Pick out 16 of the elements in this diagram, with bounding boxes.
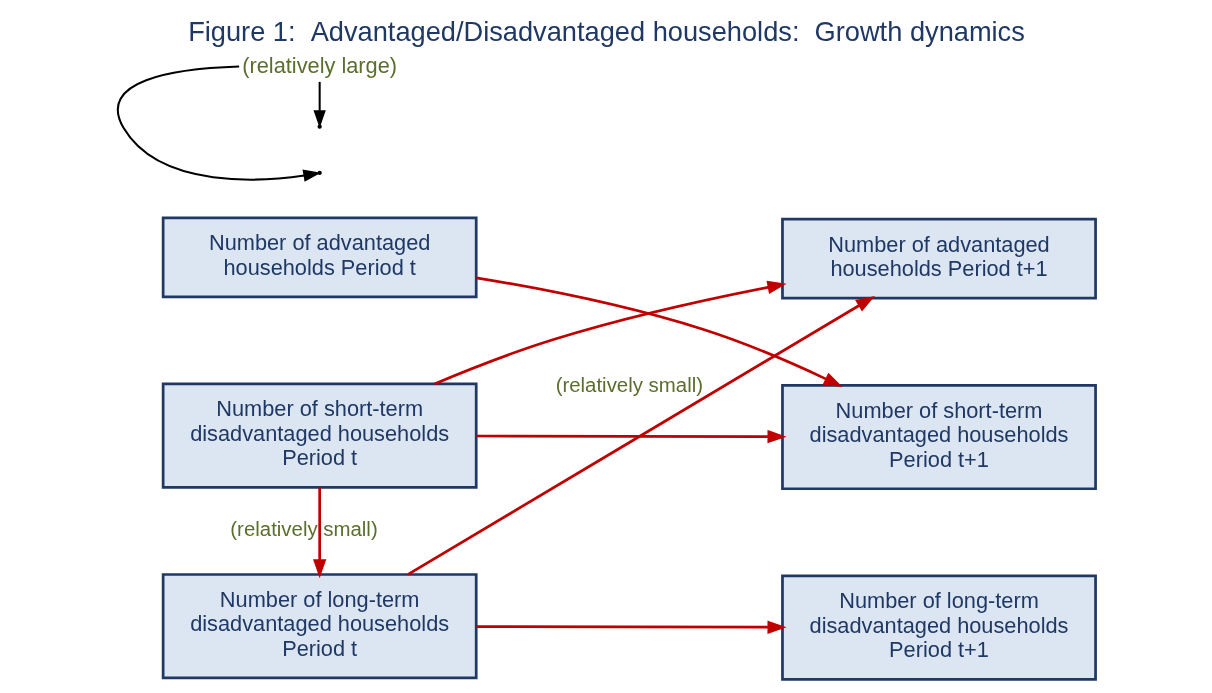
diagram-title: Figure 1: Advantaged/Disadvantaged households: Growth dynamics — [187, 15, 1025, 47]
edge-label: (relatively small) — [229, 517, 378, 540]
node-box: Number of short-term disadvantaged households Period t+1 — [780, 383, 1097, 491]
edge-label: (relatively small) — [555, 374, 703, 397]
arrow — [475, 429, 787, 444]
arrow — [433, 280, 786, 386]
arrow — [475, 276, 843, 387]
arrow — [312, 487, 326, 579]
node-box: Number of advantaged households Period t+1 — [780, 217, 1097, 300]
node-box: Number of long-term disadvantaged households Period t+1 — [780, 574, 1097, 681]
node-text: (relatively large) — [241, 53, 397, 79]
node-box: Number of long-term disadvantaged households Period t — [161, 573, 478, 680]
node-box: Number of advantaged households Period t — [161, 216, 478, 299]
arrow — [406, 296, 875, 576]
arrow — [475, 620, 787, 634]
node-box: Number of short-term disadvantaged households Period t — [161, 382, 478, 489]
